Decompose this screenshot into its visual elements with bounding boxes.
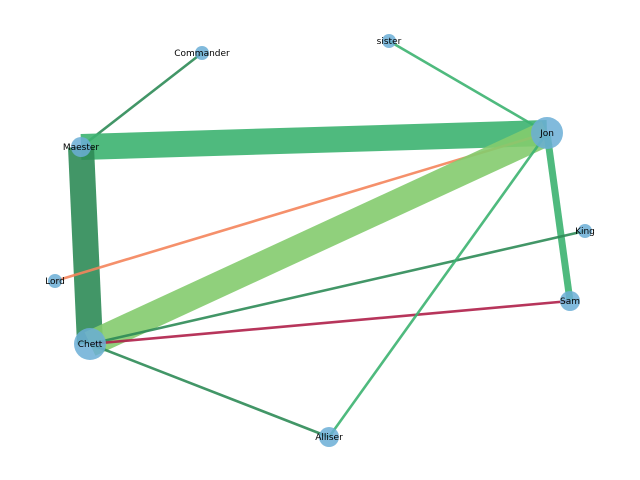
node-lord	[48, 274, 62, 288]
node-maester	[71, 137, 91, 157]
edge-chett-jon	[84, 121, 553, 356]
node-sam	[560, 291, 580, 311]
edge-chett-king	[89, 229, 586, 346]
edges-layer	[54, 39, 586, 439]
nodes-layer	[48, 34, 592, 447]
node-label-sam: Sam	[560, 297, 580, 307]
edge-maester-jon	[80, 120, 548, 160]
node-label-jon: Jon	[539, 129, 554, 139]
node-jon	[531, 117, 563, 149]
node-chett	[74, 328, 106, 360]
edge-maester-commander	[80, 51, 203, 149]
node-label-lord: Lord	[45, 277, 65, 287]
edge-sister-jon	[388, 39, 548, 135]
edge-maester-chett	[68, 146, 103, 345]
edge-alliser-jon	[327, 132, 549, 438]
edge-chett-alliser	[89, 342, 330, 439]
node-sister	[382, 34, 396, 48]
edge-chett-sam	[89, 299, 571, 346]
node-label-maester: Maester	[63, 143, 100, 153]
edge-jon-sam	[543, 132, 574, 302]
node-label-sister: sister	[377, 37, 402, 47]
node-alliser	[319, 427, 339, 447]
node-label-alliser: Alliser	[315, 433, 343, 443]
node-king	[578, 224, 592, 238]
node-commander	[195, 46, 209, 60]
node-label-king: King	[575, 227, 595, 237]
node-label-commander: Commander	[174, 49, 230, 59]
node-label-chett: Chett	[78, 340, 103, 350]
